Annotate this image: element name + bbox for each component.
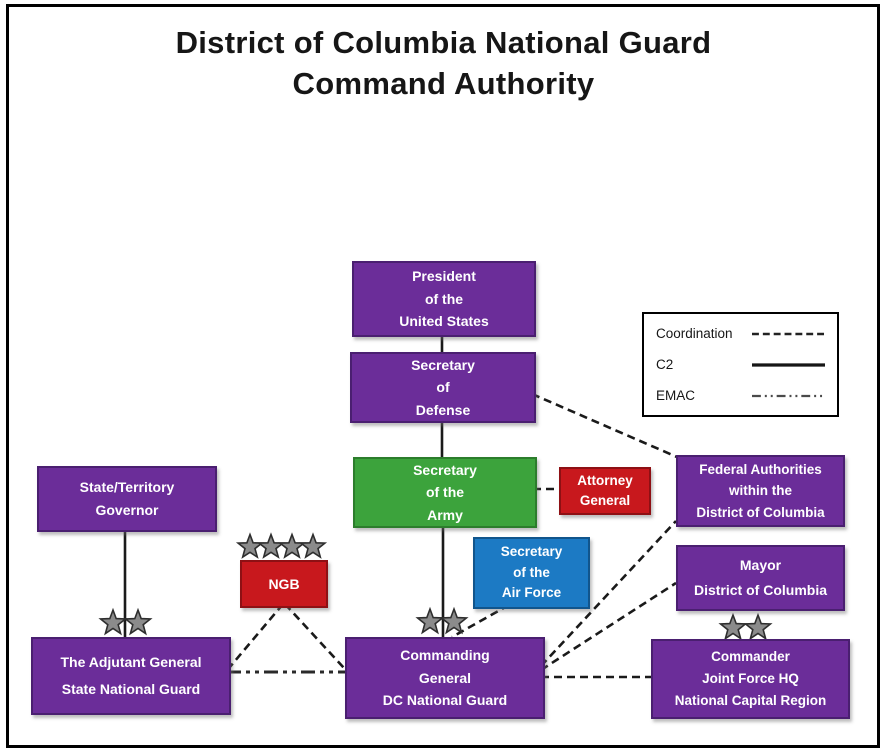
node-ngb: NGB xyxy=(240,560,328,608)
node-label: United States xyxy=(399,313,489,330)
node-label: State National Guard xyxy=(61,681,201,697)
node-label: Air Force xyxy=(501,585,562,601)
node-label: of the xyxy=(424,290,464,307)
page-title-line-2: Command Authority xyxy=(292,66,595,101)
node-state-territory-governor: State/Territory Governor xyxy=(37,466,217,532)
node-commander-jfhq: Commander Joint Force HQ National Capita… xyxy=(651,639,850,719)
node-adjutant-general: The Adjutant General State National Guar… xyxy=(31,637,231,715)
node-label: of the xyxy=(513,564,550,580)
page-title: District of Columbia National Guard Comm… xyxy=(0,22,887,104)
node-commanding-general: Commanding General DC National Guard xyxy=(345,637,545,719)
node-label: The Adjutant General xyxy=(60,653,202,670)
node-label: Defense xyxy=(415,401,471,418)
legend: Coordination C2 EMAC xyxy=(642,312,839,417)
legend-row-c2: C2 xyxy=(644,357,837,372)
node-label: Commander xyxy=(711,649,790,665)
node-label: President xyxy=(412,267,476,284)
node-label: Joint Force HQ xyxy=(702,671,799,687)
node-label: Attorney xyxy=(577,472,633,488)
node-label: National Capital Region xyxy=(674,692,827,708)
node-label: State/Territory xyxy=(79,479,175,496)
legend-line-solid xyxy=(752,362,825,367)
node-label: District of Columbia xyxy=(696,504,825,520)
node-label: Federal Authorities xyxy=(699,461,822,477)
legend-row-emac: EMAC xyxy=(644,388,837,403)
node-label: Secretary xyxy=(413,461,477,478)
node-label: DC National Guard xyxy=(382,692,508,709)
node-label: General xyxy=(579,493,631,508)
node-label: Secretary xyxy=(500,543,563,559)
legend-line-dashed xyxy=(752,332,825,335)
node-label: NGB xyxy=(268,575,300,592)
node-label: General xyxy=(418,669,472,686)
node-secretary-of-the-army: Secretary of the Army xyxy=(353,457,537,528)
outer-border xyxy=(6,4,880,748)
node-label: Army xyxy=(427,506,463,523)
legend-label-emac: EMAC xyxy=(656,388,696,403)
node-label: Commanding xyxy=(400,646,490,663)
node-attorney-general: Attorney General xyxy=(559,467,651,515)
node-label: Secretary xyxy=(411,356,475,373)
node-label: Governor xyxy=(95,502,159,518)
node-secretary-of-the-air-force: Secretary of the Air Force xyxy=(473,537,590,609)
node-federal-authorities: Federal Authorities within the District … xyxy=(676,455,845,527)
node-label: Mayor xyxy=(739,556,782,573)
node-label: District of Columbia xyxy=(693,582,827,598)
legend-row-coordination: Coordination xyxy=(644,326,837,341)
node-label: of the xyxy=(425,484,465,501)
node-mayor: Mayor District of Columbia xyxy=(676,545,845,611)
page-title-line-1: District of Columbia National Guard xyxy=(175,25,712,60)
node-secretary-of-defense: Secretary of Defense xyxy=(350,352,536,423)
legend-line-dashdot xyxy=(752,394,825,397)
node-label: of xyxy=(436,379,450,396)
legend-label-c2: C2 xyxy=(656,357,674,372)
legend-label-coordination: Coordination xyxy=(656,326,733,341)
node-president: President of the United States xyxy=(352,261,536,337)
node-label: within the xyxy=(729,483,792,499)
